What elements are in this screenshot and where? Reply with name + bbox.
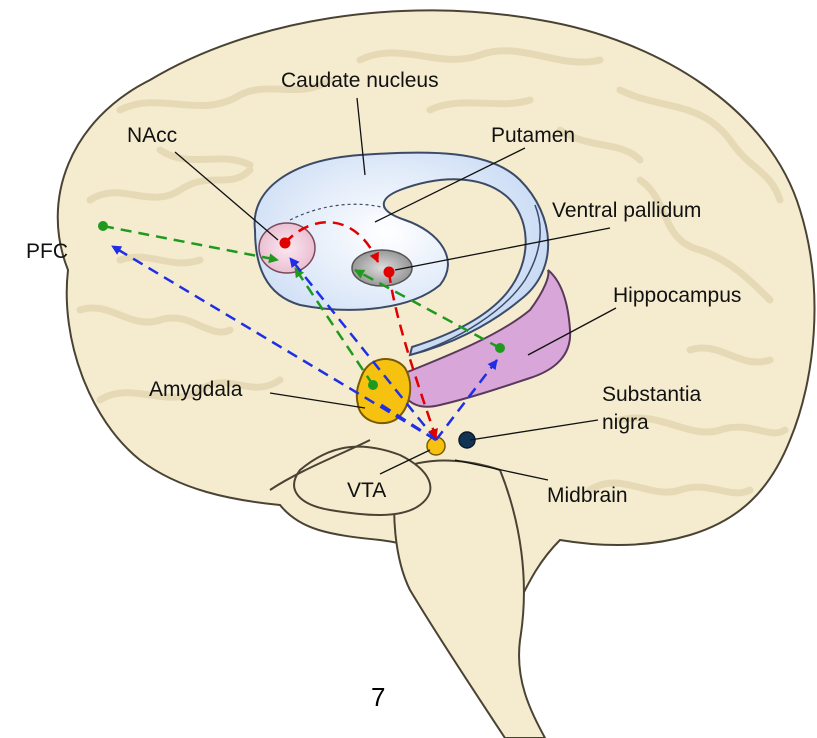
midbrain-label: Midbrain <box>547 484 628 508</box>
ventral-pallidum-label: Ventral pallidum <box>552 199 701 223</box>
amygdala-label: Amygdala <box>149 378 242 402</box>
page-number: 7 <box>371 682 385 713</box>
amygdala-shape <box>357 359 410 423</box>
putamen-label: Putamen <box>491 124 575 148</box>
pfc-label: PFC <box>26 240 68 264</box>
substantia-nigra-label-line2: nigra <box>602 411 649 435</box>
substantia-nigra-label-line1: Substantia <box>602 383 701 407</box>
nacc-label: NAcc <box>127 124 177 148</box>
hippocampus-label: Hippocampus <box>613 284 741 308</box>
vta-label: VTA <box>347 479 386 503</box>
caudate-nucleus-label: Caudate nucleus <box>281 69 439 93</box>
